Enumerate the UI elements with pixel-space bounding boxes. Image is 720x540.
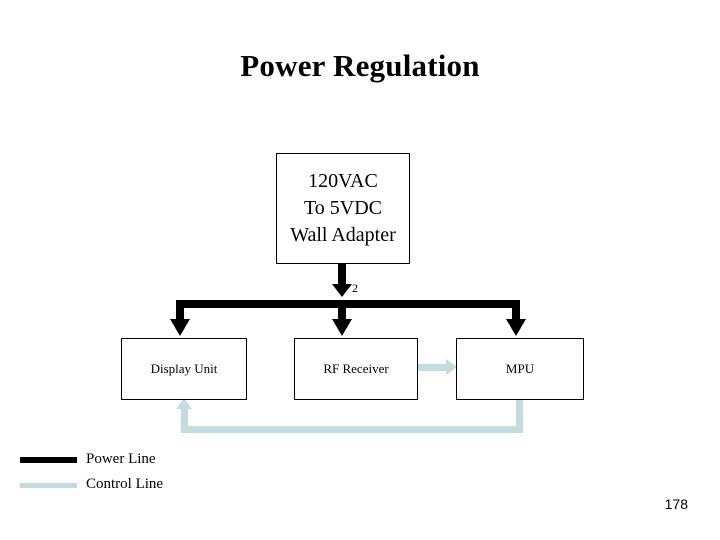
legend-item-control-line: Control Line — [20, 473, 260, 498]
block-wall-adapter-label: 120VAC To 5VDC Wall Adapter — [290, 170, 396, 246]
power-arrowhead-mpu-icon — [506, 319, 526, 336]
power-line-drop-display — [176, 300, 184, 320]
page-number: 178 — [664, 496, 688, 512]
legend-label-control-line: Control Line — [86, 476, 164, 492]
block-rf-receiver-label: RF Receiver — [323, 361, 389, 376]
power-arrowhead-rf-icon — [332, 319, 352, 336]
power-line-drop-rf — [338, 300, 346, 320]
block-display-unit[interactable]: Display Unit — [121, 338, 247, 400]
block-wall-adapter[interactable]: 120VAC To 5VDC Wall Adapter — [276, 153, 410, 264]
power-line-bus — [176, 300, 520, 308]
page-title: Power Regulation — [240, 48, 480, 83]
legend-item-power-line: Power Line — [20, 448, 260, 473]
block-display-unit-label: Display Unit — [150, 361, 218, 376]
block-mpu-label: MPU — [505, 361, 535, 376]
power-line-adapter-trunk — [338, 264, 346, 286]
control-arrowhead-mpu-icon — [446, 359, 457, 375]
power-arrowhead-display-icon — [170, 319, 190, 336]
power-line-drop-mpu — [512, 300, 520, 320]
power-arrowhead-trunk-icon — [332, 284, 352, 297]
power-bus-label: 2 — [352, 281, 358, 295]
legend: Power Line Control Line — [20, 448, 260, 498]
legend-swatch-power-line — [20, 457, 77, 463]
control-line-up-to-display — [181, 408, 188, 428]
control-line-rf-to-mpu — [418, 364, 448, 371]
control-line-return — [181, 426, 523, 433]
control-arrowhead-display-icon — [176, 398, 192, 409]
block-rf-receiver[interactable]: RF Receiver — [294, 338, 418, 400]
control-line-mpu-down — [516, 400, 523, 433]
legend-label-power-line: Power Line — [86, 451, 156, 467]
block-mpu[interactable]: MPU — [456, 338, 584, 400]
legend-swatch-control-line — [20, 483, 77, 488]
